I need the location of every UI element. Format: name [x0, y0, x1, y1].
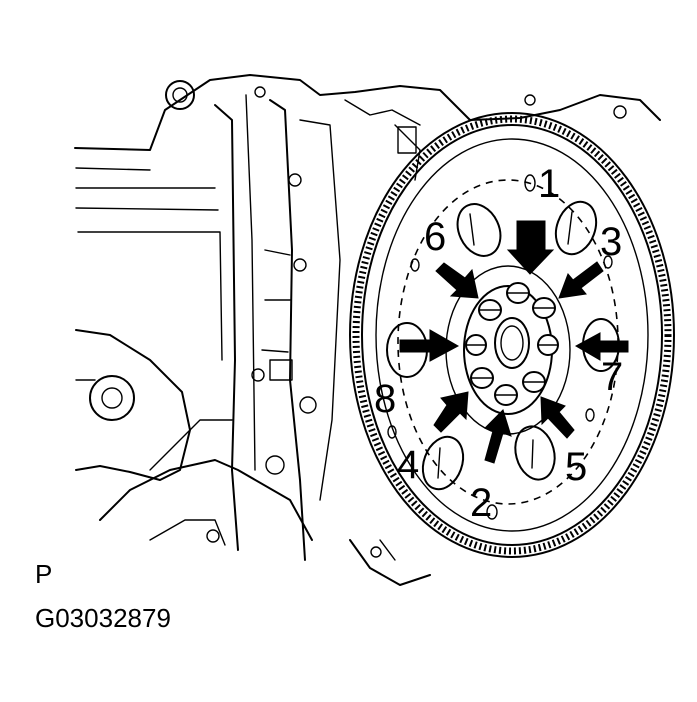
- flywheel-bolt: [478, 299, 502, 321]
- sequence-label-2: 2: [470, 481, 492, 525]
- sequence-label-3: 3: [600, 220, 622, 264]
- flywheel-bolt: [522, 371, 546, 393]
- flywheel-bolt: [465, 334, 487, 356]
- sequence-label-7: 7: [601, 355, 623, 399]
- arrow-bolt-8: [399, 329, 460, 362]
- flywheel-bolt: [494, 384, 518, 406]
- figure-code: G03032879: [35, 603, 171, 633]
- flywheel-small-holes: [387, 174, 613, 520]
- arrow-bolt-5: [540, 396, 575, 439]
- arrow-bolt-3: [558, 261, 604, 299]
- flywheel-bolts: [465, 282, 559, 406]
- engine-block-linework: [74, 74, 661, 586]
- view-label: P: [35, 559, 52, 589]
- pilot-hole: [494, 317, 530, 369]
- sequence-label-8: 8: [374, 377, 396, 421]
- tightening-arrows: [399, 220, 629, 464]
- arrow-bolt-6: [435, 262, 479, 299]
- flywheel-bolt: [506, 282, 530, 304]
- arrow-bolt-7: [574, 332, 629, 361]
- flywheel-bolt: [532, 297, 556, 319]
- sequence-label-4: 4: [397, 443, 419, 487]
- bolt-sequence-labels: 1 2 3 4 5 6 7 8: [374, 162, 623, 525]
- arrow-bolt-2: [484, 409, 512, 464]
- sequence-label-1: 1: [538, 162, 560, 206]
- flywheel-ring-gear: [349, 112, 675, 558]
- arrow-bolt-1: [506, 220, 555, 275]
- sequence-label-5: 5: [565, 445, 587, 489]
- flywheel-bolt: [470, 367, 494, 389]
- flywheel-bolt: [537, 334, 559, 356]
- sequence-label-6: 6: [424, 215, 446, 259]
- arrow-bolt-4: [433, 391, 469, 433]
